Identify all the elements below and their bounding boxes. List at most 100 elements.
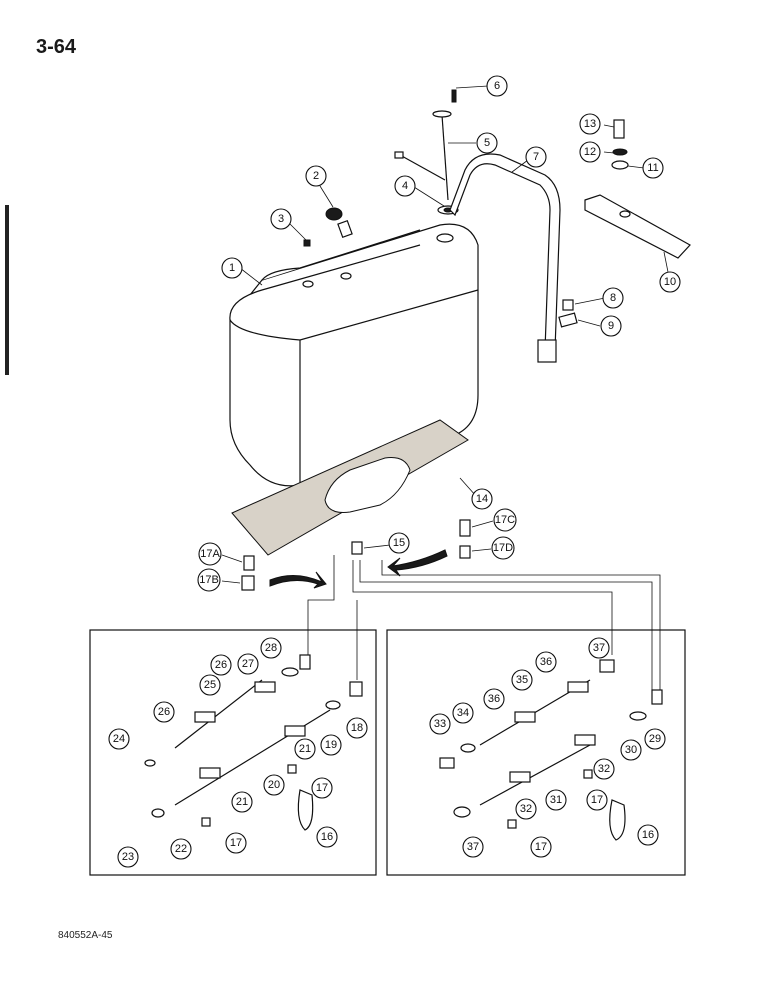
- callout-label: 32: [598, 763, 610, 775]
- callout-label: 10: [664, 276, 676, 288]
- callout-circle: [153, 701, 175, 723]
- callout-34: 34: [452, 702, 474, 724]
- callout-24: 24: [108, 728, 130, 750]
- callout-circle: [462, 836, 484, 858]
- tank-strap: [449, 153, 561, 363]
- callout-label: 17B: [199, 574, 219, 586]
- callout-label: 24: [113, 733, 125, 745]
- callout-27: 27: [237, 653, 259, 675]
- left-detail-box: [89, 629, 377, 876]
- callout-23: 23: [117, 846, 139, 868]
- callout-16: 16: [316, 826, 338, 848]
- callout-label: 7: [533, 151, 539, 163]
- callout-17: 17: [530, 836, 552, 858]
- callout-label: 4: [402, 180, 408, 192]
- callout-circle: [320, 734, 342, 756]
- callout-17: 17: [586, 789, 608, 811]
- callout-16: 16: [637, 824, 659, 846]
- callout-label: 18: [351, 722, 363, 734]
- callout-25: 25: [199, 674, 221, 696]
- filler-cap: [325, 207, 353, 239]
- callout-18: 18: [346, 717, 368, 739]
- callout-label: 28: [265, 642, 277, 654]
- right-hose-assembly: [439, 659, 663, 841]
- callout-30: 30: [620, 739, 642, 761]
- callout-circle: [237, 653, 259, 675]
- callout-circle: [197, 568, 221, 592]
- callout-17: 17: [225, 832, 247, 854]
- callout-circle: [586, 789, 608, 811]
- callout-20: 20: [263, 774, 285, 796]
- callout-circle: [305, 165, 327, 187]
- callout-label: 17: [230, 837, 242, 849]
- callout-32: 32: [593, 758, 615, 780]
- callout-circle: [579, 113, 601, 135]
- callout-28: 28: [260, 637, 282, 659]
- callout-label: 20: [268, 779, 280, 791]
- sending-unit: [394, 89, 459, 215]
- callout-circle: [108, 728, 130, 750]
- callout-label: 19: [325, 739, 337, 751]
- callout-21: 21: [231, 791, 253, 813]
- callout-circle: [471, 488, 493, 510]
- callout-33: 33: [429, 713, 451, 735]
- callout-label: 5: [484, 137, 490, 149]
- callout-5: 5: [476, 132, 498, 154]
- callout-circle: [452, 702, 474, 724]
- right-detail-box: [386, 629, 686, 876]
- callout-circle: [388, 532, 410, 554]
- callout-circle: [642, 157, 664, 179]
- callout-circle: [535, 651, 557, 673]
- fitting-17d: [459, 545, 471, 559]
- callout-label: 17: [316, 782, 328, 794]
- callout-label: 8: [610, 292, 616, 304]
- callout-7: 7: [525, 146, 547, 168]
- callout-37: 37: [588, 637, 610, 659]
- vent-fitting: [303, 239, 311, 247]
- callout-36: 36: [483, 688, 505, 710]
- callout-17: 17: [311, 777, 333, 799]
- fitting-17a: [243, 555, 255, 571]
- callout-32: 32: [515, 798, 537, 820]
- callout-3: 3: [270, 208, 292, 230]
- callout-circle: [483, 688, 505, 710]
- strap-plate: [558, 312, 578, 328]
- callout-label: 34: [457, 707, 469, 719]
- callout-label: 15: [393, 537, 405, 549]
- callout-circle: [198, 542, 222, 566]
- callout-26: 26: [153, 701, 175, 723]
- callout-13: 13: [579, 113, 601, 135]
- callout-label: 12: [584, 146, 596, 158]
- callout-label: 36: [488, 693, 500, 705]
- fuel-tank: [229, 223, 479, 487]
- callout-circle: [221, 257, 243, 279]
- callout-label: 35: [516, 674, 528, 686]
- callout-label: 11: [647, 162, 658, 174]
- callout-circle: [588, 637, 610, 659]
- callout-label: 21: [236, 796, 248, 808]
- callout-label: 17: [591, 794, 603, 806]
- callout-circle: [593, 758, 615, 780]
- callout-label: 32: [520, 803, 532, 815]
- callout-circle: [493, 508, 517, 532]
- fitting-17c: [459, 519, 471, 537]
- left-hose-assembly: [144, 654, 363, 831]
- callout-label: 17D: [493, 542, 513, 554]
- callout-circle: [311, 777, 333, 799]
- callout-label: 31: [550, 794, 562, 806]
- callout-17d: 17D: [491, 536, 515, 560]
- callout-circle: [260, 637, 282, 659]
- callout-label: 21: [299, 743, 311, 755]
- callout-label: 14: [476, 493, 488, 505]
- callout-circle: [511, 669, 533, 691]
- callout-label: 26: [158, 706, 170, 718]
- callout-37: 37: [462, 836, 484, 858]
- callout-9: 9: [600, 315, 622, 337]
- callout-22: 22: [170, 838, 192, 860]
- callout-circle: [491, 536, 515, 560]
- callout-circle: [316, 826, 338, 848]
- callout-label: 37: [467, 841, 479, 853]
- callout-label: 16: [642, 829, 654, 841]
- callout-circle: [602, 287, 624, 309]
- callout-6: 6: [486, 75, 508, 97]
